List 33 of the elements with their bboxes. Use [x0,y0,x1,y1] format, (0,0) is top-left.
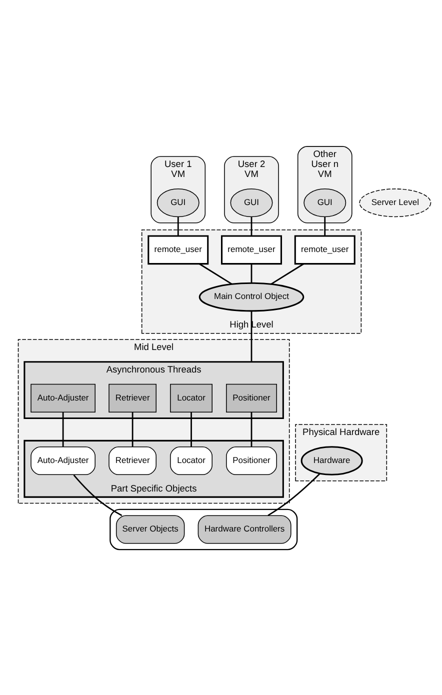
node-box: Positioner [226,383,276,412]
connector [62,412,64,446]
connector [250,216,252,236]
node-box: Retriever [108,446,156,475]
node-box: Locator [170,446,212,475]
node-ellipse: Hardware [300,446,362,475]
node-box: Auto-Adjuster [30,383,95,412]
node-ellipse: GUI [230,188,272,217]
connector [250,263,252,282]
node-ellipse: Server Level [358,188,431,217]
connector [72,474,122,516]
node-box: remote_user [220,234,282,264]
connector [267,472,320,516]
connector [198,262,232,284]
connector [131,412,133,446]
node-box: Positioner [226,446,276,475]
node-ellipse: GUI [303,188,346,217]
connector [324,216,326,236]
connector [176,216,178,236]
cluster [109,508,298,550]
node-box: remote_user [294,234,355,264]
node-box: Hardware Controllers [197,514,291,544]
connector [250,310,252,362]
connector [250,412,252,446]
node-box: Auto-Adjuster [30,446,95,475]
node-box: Retriever [108,383,156,412]
node-box: Locator [170,383,212,412]
node-box: remote_user [147,234,208,264]
node-ellipse: Main Control Object [198,282,304,312]
connector [270,262,304,284]
connector [190,412,192,446]
node-ellipse: GUI [156,188,199,217]
node-box: Server Objects [115,514,184,544]
